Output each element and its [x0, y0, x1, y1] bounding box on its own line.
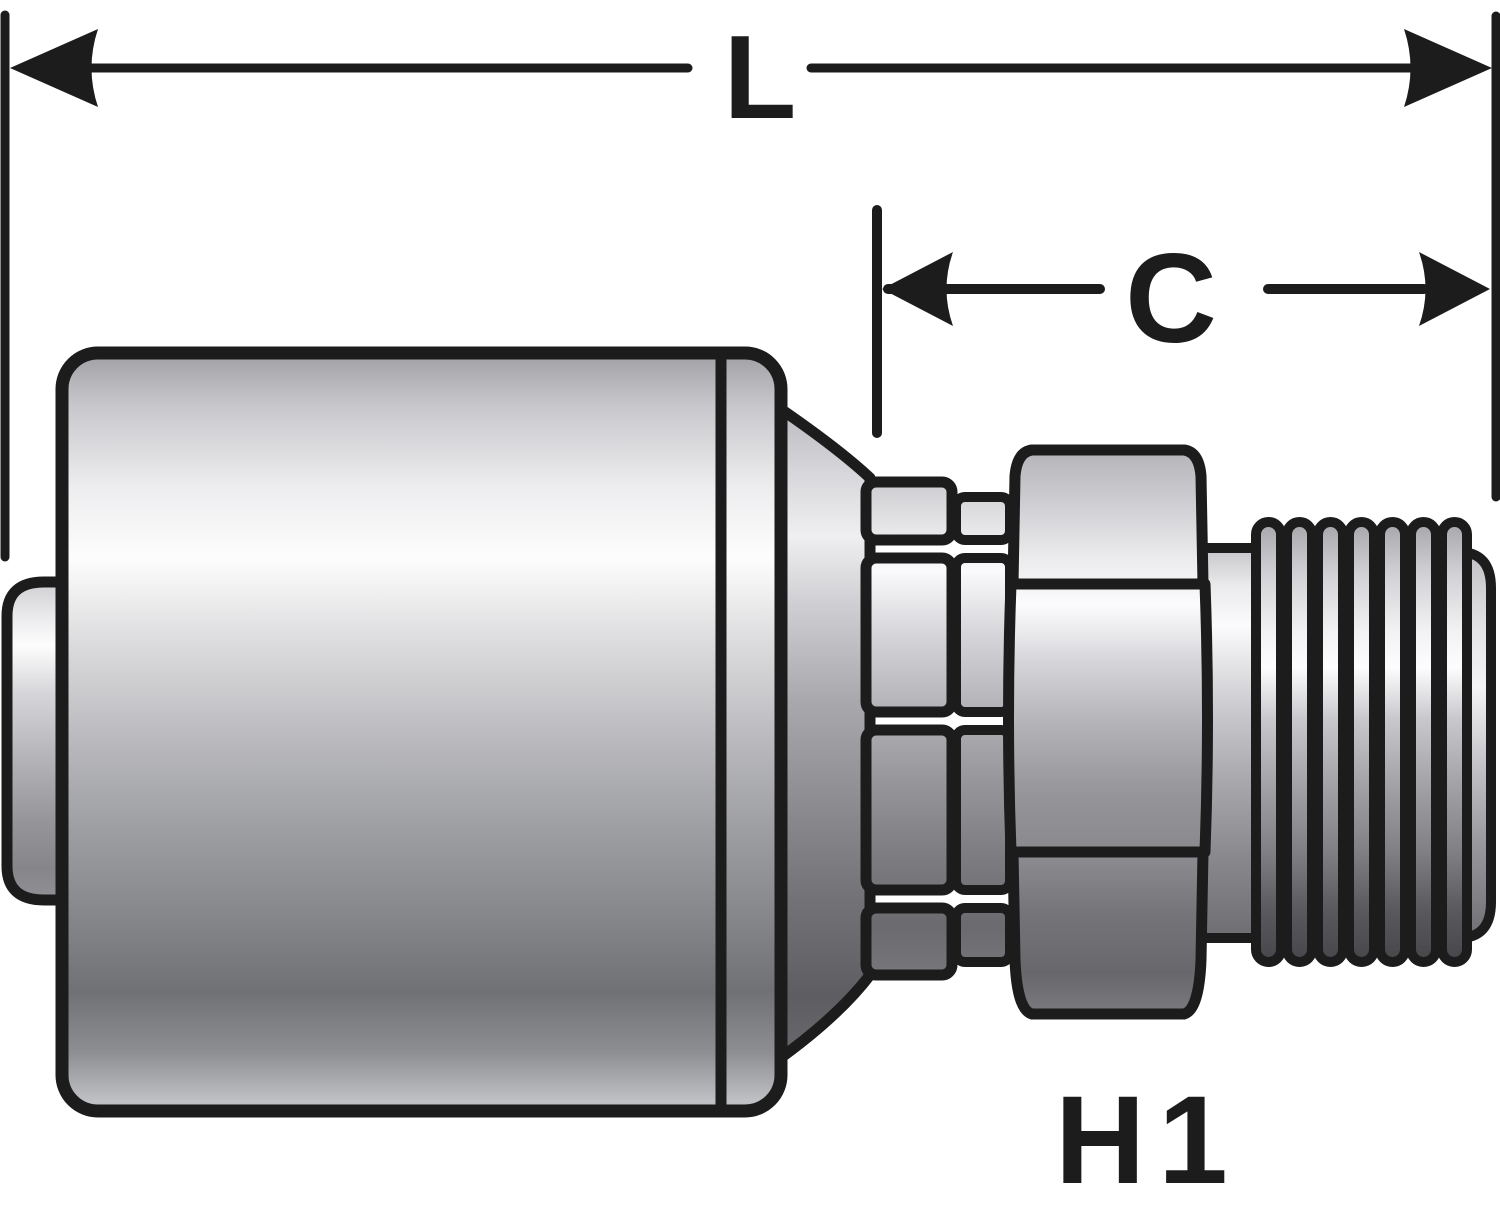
- hex-nut-middle-face: [1003, 578, 1213, 858]
- collar-rib-outer: [951, 492, 1015, 967]
- dimension-annotations: L C H1: [0, 10, 1500, 1210]
- thread-crest: [1406, 517, 1441, 967]
- thread-crest: [1375, 517, 1410, 967]
- arrow-right-icon: [1404, 29, 1492, 107]
- collar-rib-inner: [860, 476, 958, 981]
- thread-crest: [1282, 517, 1317, 967]
- thread-crest: [1344, 517, 1379, 967]
- cutoff-dimension-label: C: [1125, 227, 1217, 369]
- male-thread: [1251, 517, 1472, 967]
- hex-nut-bottom-face: [1007, 846, 1209, 1020]
- fitting-illustration: [1, 346, 1496, 1118]
- arrow-right-icon: [1419, 252, 1490, 326]
- arrow-left-icon: [882, 252, 953, 326]
- hex-nut-top-face: [1007, 444, 1209, 590]
- ferrule-shell: [55, 346, 788, 1118]
- hex-size-label: H1: [1055, 1071, 1241, 1210]
- thread-crest: [1251, 517, 1286, 967]
- arrow-left-icon: [10, 29, 98, 107]
- thread-crest: [1437, 517, 1472, 967]
- length-dimension-label: L: [724, 11, 797, 144]
- thread-crest: [1313, 517, 1348, 967]
